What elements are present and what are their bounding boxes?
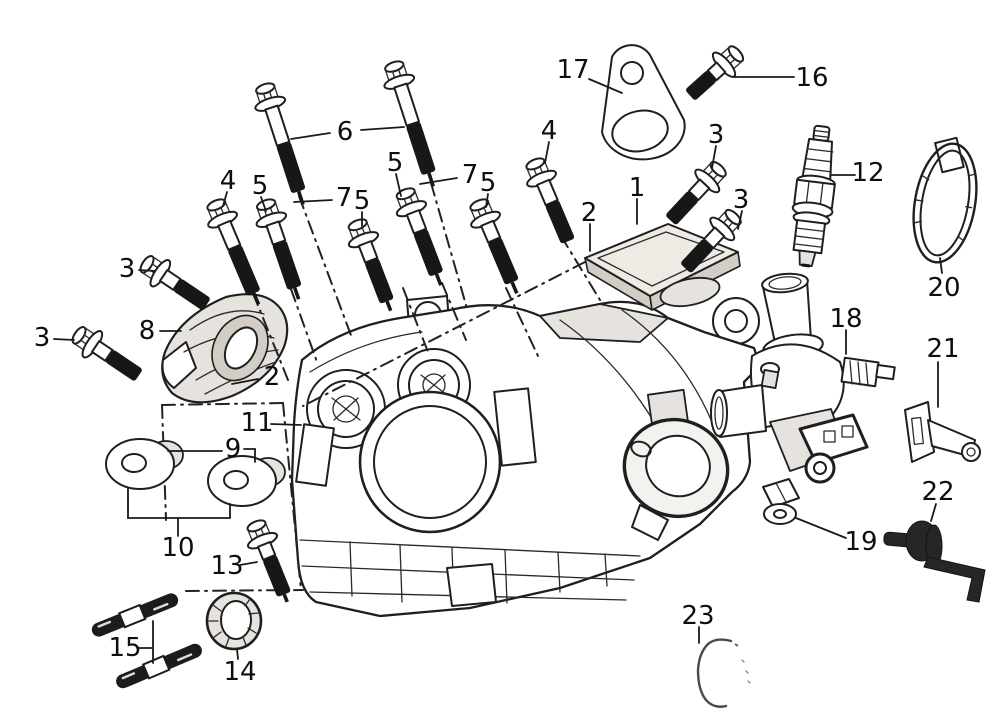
part-label-19: 19 bbox=[844, 527, 877, 557]
leader-line-part-2 bbox=[231, 378, 259, 385]
leader-line-part-14 bbox=[236, 648, 239, 660]
bolt-part-13 bbox=[246, 519, 291, 603]
part-label-5: 5 bbox=[480, 168, 497, 198]
part-label-3: 3 bbox=[34, 323, 51, 353]
part-label-6: 6 bbox=[337, 117, 354, 147]
part-label-1: 1 bbox=[629, 173, 646, 203]
hardware-layer bbox=[71, 45, 745, 689]
leader-line-part-4 bbox=[544, 141, 550, 164]
leader-line-part-13 bbox=[239, 561, 258, 566]
rocker-cover-part-1 bbox=[584, 223, 741, 311]
bolt-part-6-left bbox=[254, 82, 306, 206]
leader-line-part-5 bbox=[260, 196, 267, 212]
leader-line-part-3 bbox=[53, 338, 75, 341]
part-label-4: 4 bbox=[541, 116, 558, 146]
leader-line-part-6 bbox=[290, 132, 331, 140]
part-label-9: 9 bbox=[225, 434, 242, 464]
part-label-7: 7 bbox=[336, 183, 353, 213]
bolt-part-5-d bbox=[469, 198, 519, 295]
bolt-part-16 bbox=[686, 45, 745, 100]
bolt-part-3-a bbox=[666, 160, 727, 225]
leader-line-part-6 bbox=[360, 126, 405, 131]
part-label-10: 10 bbox=[161, 533, 194, 563]
part-label-20: 20 bbox=[927, 273, 960, 303]
part-label-3: 3 bbox=[733, 185, 750, 215]
part-label-2: 2 bbox=[264, 362, 281, 392]
part-label-4: 4 bbox=[220, 166, 237, 196]
leader-line-part-9 bbox=[243, 448, 256, 463]
stud-part-15-lower bbox=[116, 643, 202, 689]
clamp-ring-part-20 bbox=[912, 136, 978, 264]
part-label-11: 11 bbox=[240, 408, 273, 438]
bolt-part-4-right bbox=[525, 157, 575, 244]
leader-line-part-4 bbox=[222, 191, 228, 207]
cylinder-head-part-11 bbox=[290, 295, 762, 618]
leader-line-part-7 bbox=[293, 199, 333, 203]
bolt-part-5-b bbox=[347, 218, 394, 312]
part-label-12: 12 bbox=[851, 158, 884, 188]
part-label-5: 5 bbox=[252, 171, 269, 201]
retainer-disc-left bbox=[105, 438, 184, 490]
bolt-part-5-c bbox=[395, 187, 443, 286]
part-label-2: 2 bbox=[581, 198, 598, 228]
part-label-13: 13 bbox=[210, 551, 243, 581]
leader-line-part-17 bbox=[588, 78, 623, 94]
part-label-7: 7 bbox=[462, 160, 479, 190]
part-label-17: 17 bbox=[556, 55, 589, 85]
leader-line-part-5 bbox=[485, 193, 489, 208]
cap-nut-part-19 bbox=[762, 478, 800, 525]
part-label-8: 8 bbox=[139, 316, 156, 346]
part-label-21: 21 bbox=[926, 334, 959, 364]
part-label-18: 18 bbox=[829, 304, 862, 334]
hanger-bracket-part-17 bbox=[601, 44, 686, 161]
thermostat-housing-part-18 bbox=[710, 272, 896, 484]
stay-bracket-part-21 bbox=[904, 401, 981, 463]
leader-line-part-11 bbox=[270, 423, 302, 426]
part-label-3: 3 bbox=[119, 254, 136, 284]
part-label-5: 5 bbox=[354, 186, 371, 216]
retainer-disc-right bbox=[207, 455, 286, 507]
spark-plug-part-12 bbox=[791, 124, 836, 268]
bolt-part-3-c bbox=[139, 255, 210, 310]
bolt-part-3-b bbox=[681, 208, 742, 273]
part-label-15: 15 bbox=[108, 633, 141, 663]
stud-part-15-upper bbox=[91, 593, 179, 637]
part-label-23: 23 bbox=[681, 601, 714, 631]
bolt-part-6-right bbox=[383, 60, 436, 187]
part-label-3: 3 bbox=[708, 120, 725, 150]
gasket-outline-part-23 bbox=[696, 638, 751, 708]
leader-line-part-3 bbox=[138, 269, 156, 272]
leader-line-part-3 bbox=[737, 210, 743, 230]
leader-line-part-19 bbox=[795, 517, 847, 539]
alignment-axis-lines bbox=[161, 182, 601, 592]
part-label-16: 16 bbox=[795, 63, 828, 93]
crank-tool-part-22 bbox=[883, 520, 986, 603]
part-label-22: 22 bbox=[921, 477, 954, 507]
rocker-assembly-part-8 bbox=[161, 293, 289, 404]
bolt-part-3-d bbox=[71, 326, 142, 381]
leader-line-part-20 bbox=[939, 257, 943, 274]
leader-line-part-10 bbox=[127, 487, 179, 537]
bolt-part-5-a bbox=[255, 198, 302, 300]
leader-line-part-5 bbox=[395, 173, 402, 197]
valve-seal-part-14 bbox=[205, 591, 263, 651]
part-label-14: 14 bbox=[223, 657, 256, 687]
leader-line-part-7 bbox=[419, 177, 458, 185]
part-label-5: 5 bbox=[387, 148, 404, 178]
leader-line-part-3 bbox=[711, 145, 717, 169]
leader-line-part-10 bbox=[177, 503, 231, 519]
leader-line-part-22 bbox=[930, 503, 937, 522]
